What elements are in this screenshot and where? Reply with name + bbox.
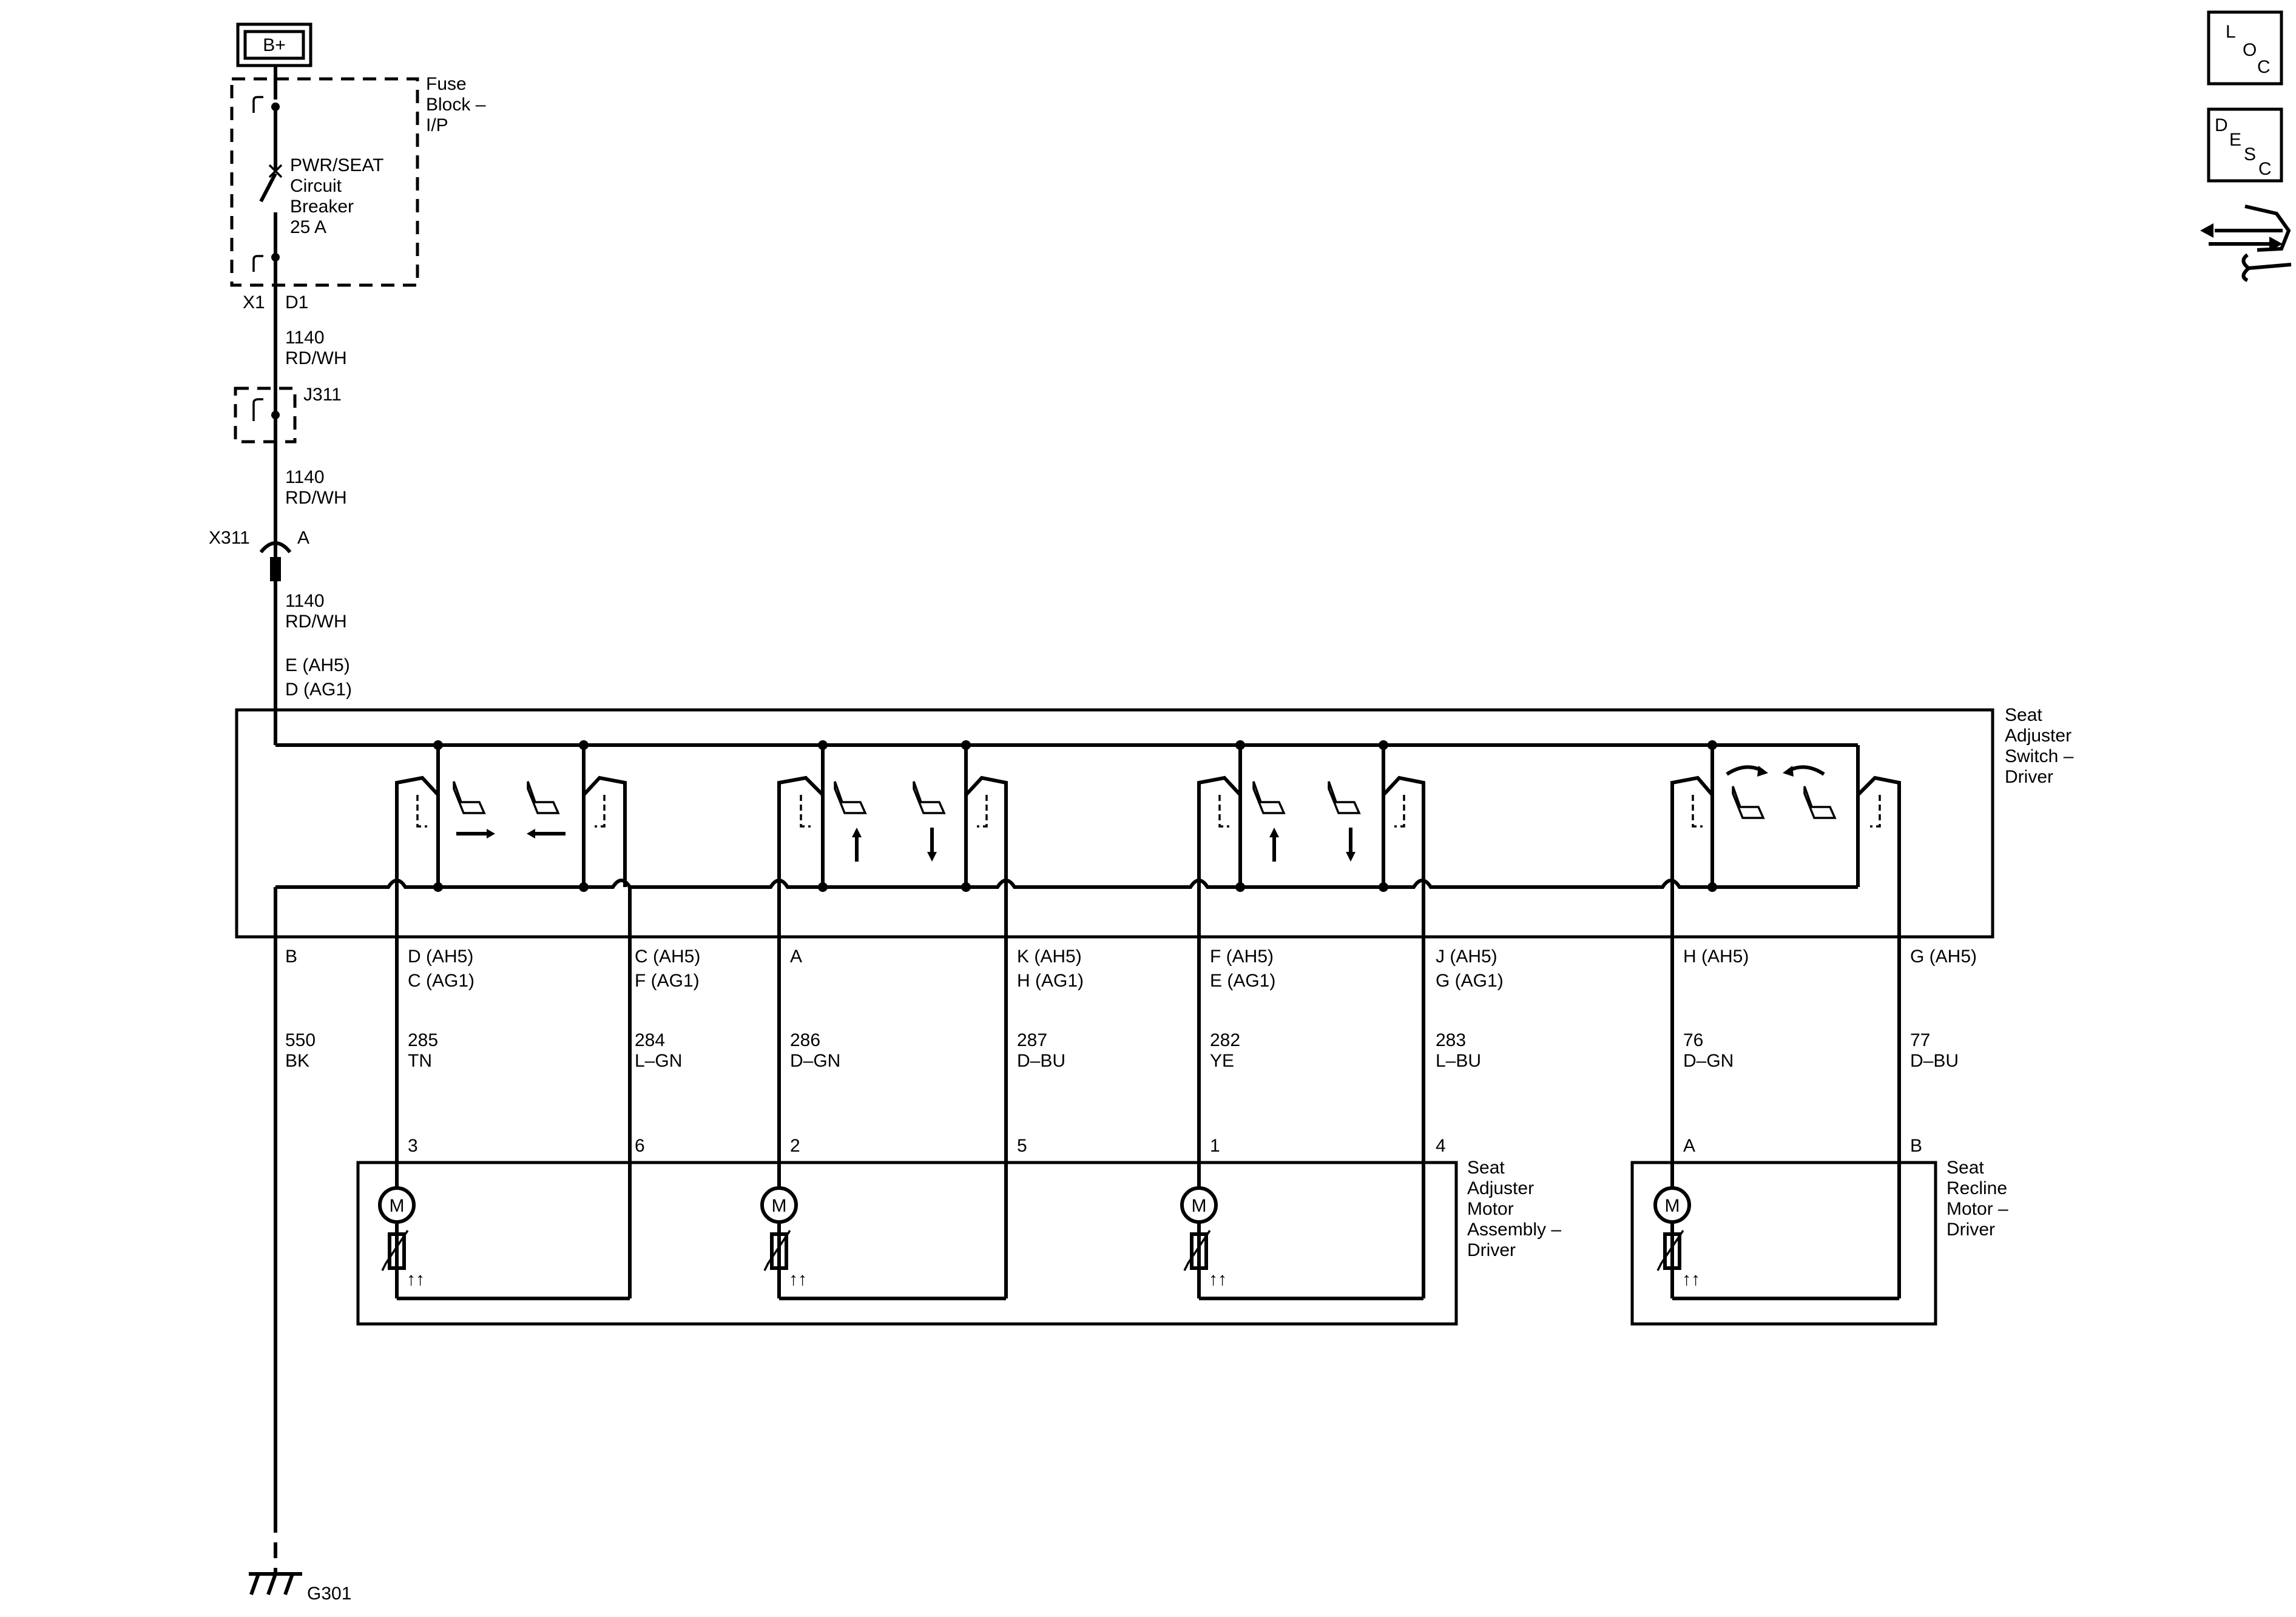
svg-text:↑↑: ↑↑ bbox=[1209, 1269, 1227, 1289]
connector-x1-label: X1 bbox=[243, 292, 265, 312]
feed-wire-label-1: 1140 RD/WH bbox=[285, 328, 347, 368]
svg-text:M: M bbox=[390, 1196, 405, 1216]
svg-text:S: S bbox=[2244, 144, 2256, 164]
seat-recline-motor: Seat Recline Motor – Driver M ↑↑ bbox=[1630, 1158, 2013, 1326]
pin-label-285: D (AH5)C (AG1) bbox=[408, 947, 474, 991]
motor-pin-a: A bbox=[1683, 1136, 1695, 1156]
connector-x311-pin: A bbox=[297, 528, 309, 548]
motor-pin-b: B bbox=[1910, 1136, 1922, 1156]
motor-front-vertical: M ↑↑ bbox=[760, 1186, 1006, 1300]
pin-label-77: G (AH5) bbox=[1910, 947, 1977, 967]
location-button[interactable]: L O C bbox=[2207, 10, 2283, 86]
ground-label: G301 bbox=[307, 1584, 351, 1604]
svg-text:C: C bbox=[2257, 57, 2271, 77]
switch-pair-recline bbox=[1670, 740, 1901, 937]
switch-pair-fore-aft bbox=[395, 740, 627, 892]
fuse-block-label: Fuse Block – I/P bbox=[426, 74, 491, 135]
pin-label-283: J (AH5)G (AG1) bbox=[1436, 947, 1504, 991]
description-button[interactable]: D E S C bbox=[2207, 107, 2283, 183]
switch-output-wires bbox=[274, 887, 1901, 1574]
battery-positive-source: B+ bbox=[236, 22, 312, 67]
svg-text:M: M bbox=[772, 1196, 787, 1216]
motor-rear-vertical: M ↑↑ bbox=[1180, 1186, 1423, 1300]
svg-text:↑↑: ↑↑ bbox=[789, 1269, 807, 1289]
motor-pin-5: 5 bbox=[1017, 1136, 1027, 1156]
ground-g301: G301 bbox=[249, 1572, 351, 1604]
seat-forward-icon bbox=[453, 781, 495, 839]
fuse-block: Fuse Block – I/P PWR/SEAT Circuit Breake… bbox=[230, 66, 491, 287]
pin-label-b: B bbox=[285, 947, 297, 967]
pin-label-287: K (AH5)H (AG1) bbox=[1017, 947, 1084, 991]
svg-text:M: M bbox=[1665, 1196, 1680, 1216]
switch-pin-labels: B D (AH5)C (AG1) C (AH5)F (AG1) A K (AH5… bbox=[285, 947, 1977, 991]
connector-d1-label: D1 bbox=[285, 292, 308, 312]
feed-wire-label-3: 1140 RD/WH bbox=[285, 591, 347, 632]
motor-pin-1: 1 bbox=[1210, 1136, 1220, 1156]
svg-text:L: L bbox=[2226, 22, 2236, 42]
switch-pair-front-vertical bbox=[777, 740, 1008, 892]
motor-pin-2: 2 bbox=[790, 1136, 800, 1156]
seat-rearward-icon bbox=[527, 781, 566, 839]
source-label: B+ bbox=[263, 35, 286, 55]
pin-label-286: A bbox=[790, 947, 802, 967]
connector-x311-label: X311 bbox=[209, 528, 250, 548]
motor-fore-aft: M ↑↑ bbox=[378, 1186, 630, 1300]
seat-recline-rearward-icon bbox=[1783, 765, 1837, 819]
splice-label: J311 bbox=[303, 385, 342, 405]
motor-pin-4: 4 bbox=[1436, 1136, 1446, 1156]
svg-text:↑↑: ↑↑ bbox=[407, 1269, 425, 1289]
pin-label-76: H (AH5) bbox=[1683, 947, 1749, 967]
seat-adjuster-motor-assembly: Seat Adjuster Motor Assembly – Driver M … bbox=[356, 1158, 1566, 1326]
svg-text:C: C bbox=[2258, 159, 2272, 179]
circuit-breaker-symbol bbox=[259, 164, 283, 257]
feed-wire-label-2: 1140 RD/WH bbox=[285, 467, 347, 508]
seat-recline-forward-icon bbox=[1726, 765, 1768, 819]
switch-feed-pins: E (AH5) D (AG1) bbox=[285, 655, 355, 700]
motor-pin-3: 3 bbox=[408, 1136, 418, 1156]
motor-pin-6: 6 bbox=[635, 1136, 645, 1156]
motor-assembly-label: Seat Adjuster Motor Assembly – Driver bbox=[1467, 1158, 1566, 1260]
svg-text:E: E bbox=[2229, 130, 2241, 150]
breaker-label: PWR/SEAT Circuit Breaker 25 A bbox=[290, 155, 388, 237]
seat-rear-down-icon bbox=[1328, 781, 1361, 862]
svg-text:↑↑: ↑↑ bbox=[1682, 1269, 1700, 1289]
pin-label-282: F (AH5)E (AG1) bbox=[1210, 947, 1275, 991]
splice-j311: J311 bbox=[234, 385, 342, 444]
seat-adjuster-switch: Seat Adjuster Switch – Driver bbox=[235, 705, 2079, 939]
svg-text:O: O bbox=[2243, 40, 2257, 60]
motor-pin-labels: 3 6 2 5 1 4 A B bbox=[408, 1136, 1922, 1156]
seat-front-up-icon bbox=[834, 781, 867, 862]
inline-connector-x311: X311 A bbox=[209, 528, 309, 581]
svg-text:D: D bbox=[2215, 115, 2228, 135]
pin-label-284: C (AH5)F (AG1) bbox=[635, 947, 700, 991]
seat-rear-up-icon bbox=[1252, 781, 1286, 862]
switch-pair-rear-vertical bbox=[1197, 740, 1425, 892]
switch-label: Seat Adjuster Switch – Driver bbox=[2005, 705, 2079, 787]
recline-motor-label: Seat Recline Motor – Driver bbox=[1947, 1158, 2013, 1240]
seat-front-down-icon bbox=[913, 781, 946, 862]
svg-text:M: M bbox=[1192, 1196, 1207, 1216]
connector-wrench-icon[interactable] bbox=[2200, 204, 2292, 282]
